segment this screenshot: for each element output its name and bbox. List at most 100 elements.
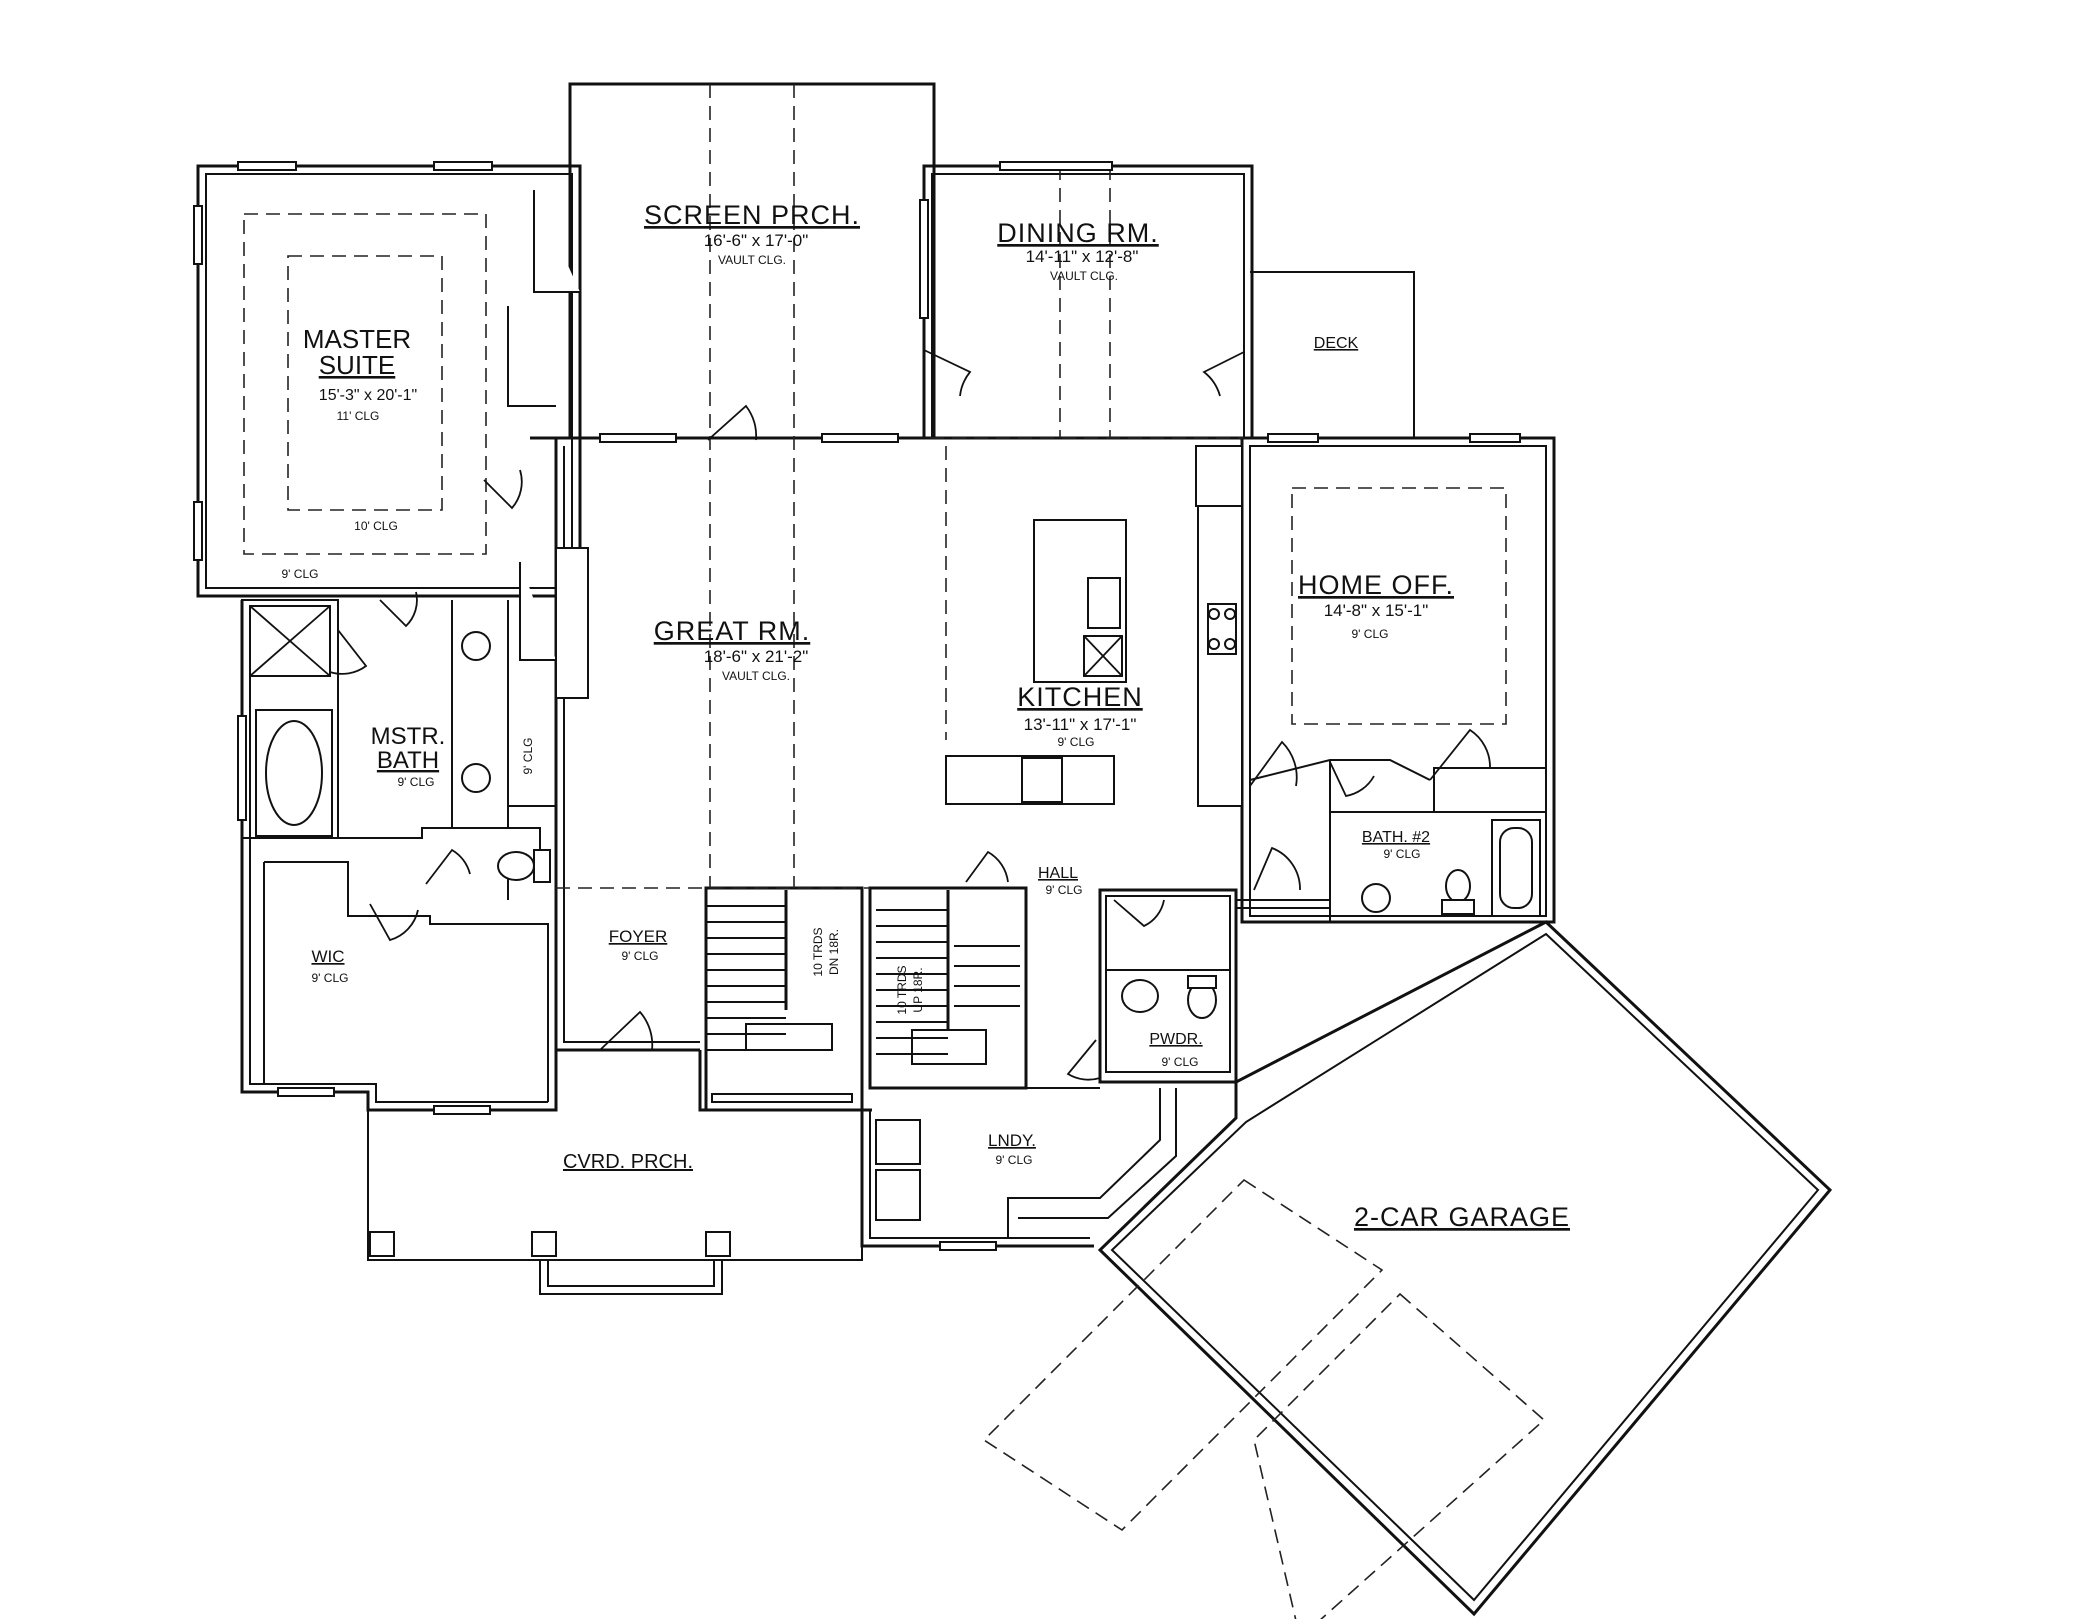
door-swing xyxy=(599,1010,654,1051)
door-swing xyxy=(483,469,523,510)
office-closet xyxy=(1433,767,1547,813)
laundry-name: LNDY. xyxy=(988,1131,1036,1150)
window xyxy=(999,161,1113,171)
laundry-angled-wall-2 xyxy=(1018,1088,1177,1219)
window xyxy=(919,199,929,319)
fireplace-icon xyxy=(507,306,556,407)
burner-icon xyxy=(1208,608,1220,620)
garage-name: 2-CAR GARAGE xyxy=(1354,1202,1570,1232)
master-suite-ceiling-3: 9' CLG xyxy=(282,567,319,581)
kitchen-size: 13'-11" x 17'-1" xyxy=(1024,715,1137,734)
burner-icon xyxy=(1208,638,1220,650)
window xyxy=(1469,433,1521,443)
door-swing xyxy=(1113,899,1165,928)
home-office-name: HOME OFF. xyxy=(1298,570,1454,600)
doors xyxy=(329,349,1491,1081)
foyer-ceiling: 9' CLG xyxy=(622,949,659,963)
sink-icon xyxy=(1121,979,1159,1013)
stairs-up xyxy=(876,890,1020,1065)
dryer-icon xyxy=(875,1169,921,1221)
room-labels: MASTER SUITE 15'-3" x 20'-1" 11' CLG 10'… xyxy=(282,200,1570,1232)
fixtures xyxy=(249,190,1541,1257)
master-suite-wall xyxy=(196,164,582,598)
fireplace-icon xyxy=(533,190,580,293)
hall-ceiling: 9' CLG xyxy=(1046,883,1083,897)
office-closet-wall xyxy=(1249,759,1431,781)
door-swing xyxy=(1202,351,1245,397)
great-room-name: GREAT RM. xyxy=(654,616,811,646)
stairs-up-block xyxy=(868,886,1028,1090)
toilet-tank-icon xyxy=(1441,899,1475,915)
dishwasher-x xyxy=(1083,635,1123,677)
wic-partition xyxy=(264,861,549,1102)
garage-bay-2 xyxy=(1253,1292,1546,1619)
toilet-tank-icon xyxy=(1187,975,1217,989)
stairs-down-note-2: DN 18R. xyxy=(827,929,841,975)
door-swing xyxy=(965,850,1009,883)
wic-ceiling: 9' CLG xyxy=(312,971,349,985)
master-suite-ceiling-2: 10' CLG xyxy=(354,519,398,533)
deck-name: DECK xyxy=(1314,335,1359,352)
stairs-up-note-2: UP 18R. xyxy=(911,967,925,1012)
hall-name: HALL xyxy=(1038,865,1078,882)
laundry-inner xyxy=(869,1110,1090,1239)
column-icon xyxy=(531,1231,557,1257)
bath-2-ceiling: 9' CLG xyxy=(1384,847,1421,861)
door-swing xyxy=(1066,1039,1101,1081)
window xyxy=(237,161,297,171)
master-suite-inner-wall xyxy=(205,173,573,589)
powder-wall xyxy=(1098,888,1238,1084)
window xyxy=(277,1087,335,1097)
porch-step-inner xyxy=(547,1260,715,1287)
window xyxy=(433,161,493,171)
master-suite-size: 15'-3" x 20'-1" xyxy=(319,387,417,404)
foyer-name: FOYER xyxy=(609,927,668,946)
dining-inner-wall xyxy=(931,173,1245,439)
hearth-icon xyxy=(555,547,589,699)
porch-step xyxy=(539,1260,723,1295)
wic-name: WIC xyxy=(311,947,344,966)
sink-icon xyxy=(461,631,491,661)
tub-basin-icon xyxy=(265,720,323,826)
stairs-down-note-1: 10 TRDS xyxy=(811,927,825,976)
sink-icon xyxy=(461,763,491,793)
door-swing xyxy=(1253,846,1301,891)
master-bath-name-1: MSTR. xyxy=(371,723,446,750)
screen-porch-ceiling: VAULT CLG. xyxy=(718,253,786,267)
stairs-up-note-1: 10 TRDS xyxy=(895,965,909,1014)
hall-wall xyxy=(1025,1030,1100,1089)
burner-icon xyxy=(1224,638,1236,650)
door-swing xyxy=(1429,728,1491,781)
master-suite-name-2: SUITE xyxy=(319,350,396,380)
powder-name: PWDR. xyxy=(1149,1031,1202,1048)
garage-bay-1 xyxy=(982,1178,1384,1532)
window xyxy=(193,501,203,561)
master-tray-outer xyxy=(243,213,487,555)
ceiling-lines xyxy=(243,84,1546,1619)
powder-inner xyxy=(1105,895,1231,1073)
dining-name: DINING RM. xyxy=(997,218,1159,248)
office-tray xyxy=(1291,487,1507,725)
bath2-bottom-hall xyxy=(1236,899,1331,922)
great-room-size: 18'-6" x 21'-2" xyxy=(704,647,809,666)
window xyxy=(599,433,677,443)
fireplace-icon xyxy=(519,562,556,661)
door-swing xyxy=(923,349,972,397)
screen-porch-name: SCREEN PRCH. xyxy=(644,200,860,230)
covered-porch-outline xyxy=(367,1110,863,1261)
wic-outer-wall xyxy=(240,600,558,1112)
door-swing xyxy=(1249,740,1298,787)
home-office-ceiling: 9' CLG xyxy=(1352,627,1389,641)
covered-porch-name: CVRD. PRCH. xyxy=(563,1151,693,1173)
door-swing xyxy=(425,848,471,885)
burner-icon xyxy=(1224,608,1236,620)
window xyxy=(821,433,899,443)
door-swing xyxy=(707,404,758,441)
appliance-icon xyxy=(1021,757,1063,803)
master-bath-ceiling: 9' CLG xyxy=(398,775,435,789)
window xyxy=(1267,433,1319,443)
shower-x xyxy=(249,605,331,677)
garage-inner-wall xyxy=(1110,932,1820,1602)
window xyxy=(711,1093,853,1103)
door-swing xyxy=(1329,761,1375,798)
